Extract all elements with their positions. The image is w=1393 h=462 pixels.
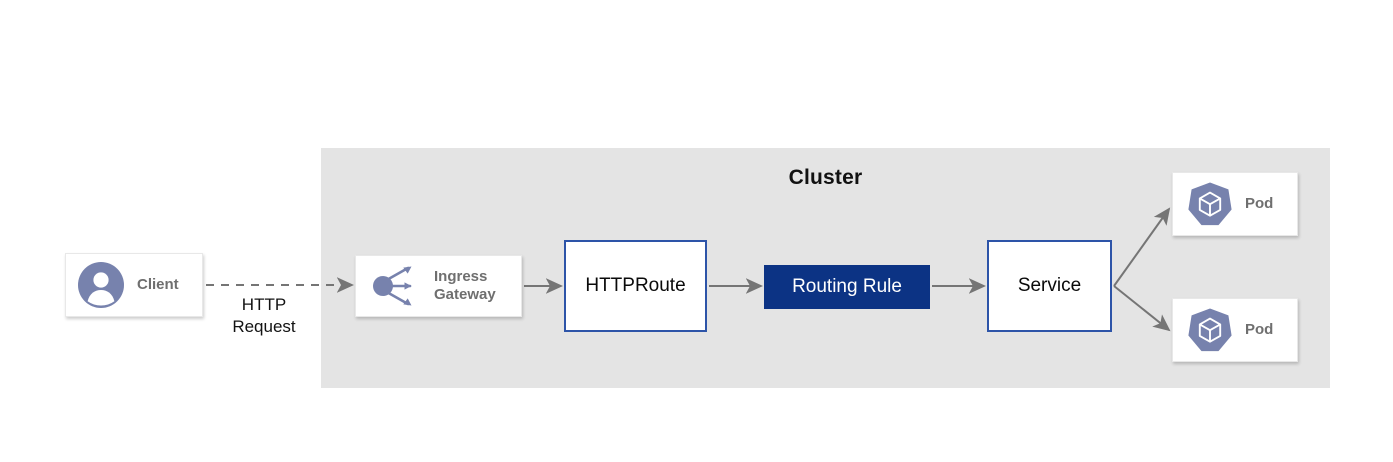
node-ingress-gateway-label: Ingress Gateway — [434, 268, 496, 303]
node-pod-2-label: Pod — [1245, 321, 1274, 339]
cluster-title: Cluster — [788, 166, 863, 189]
node-client[interactable]: Client — [65, 253, 203, 317]
kubernetes-pod-icon — [1187, 181, 1233, 227]
node-ingress-gateway[interactable]: Ingress Gateway — [355, 255, 522, 317]
node-httproute[interactable]: HTTPRoute — [564, 240, 707, 332]
node-pod-1-label: Pod — [1245, 195, 1274, 213]
node-service[interactable]: Service — [987, 240, 1112, 332]
node-routing-rule[interactable]: Routing Rule — [764, 265, 930, 309]
node-pod-1[interactable]: Pod — [1172, 172, 1298, 236]
node-service-label: Service — [1017, 275, 1082, 296]
node-routing-rule-label: Routing Rule — [792, 276, 902, 297]
edge-label-http-request: HTTP Request — [232, 295, 296, 336]
kubernetes-pod-icon — [1187, 307, 1233, 353]
user-avatar-icon — [78, 262, 124, 308]
node-client-label: Client — [137, 276, 179, 294]
ingress-gateway-icon — [370, 263, 420, 309]
node-pod-2[interactable]: Pod — [1172, 298, 1298, 362]
node-httproute-label: HTTPRoute — [585, 275, 686, 296]
